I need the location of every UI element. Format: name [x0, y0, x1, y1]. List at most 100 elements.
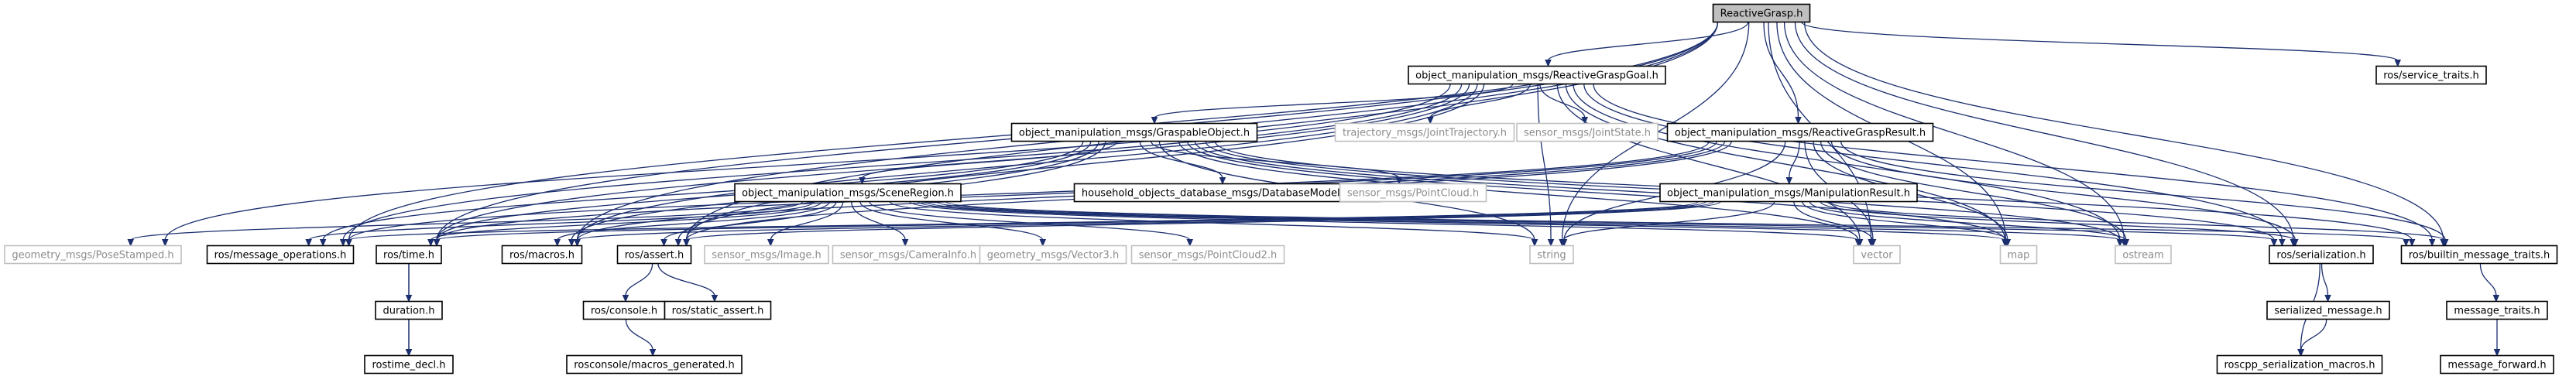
node-label: duration.h: [382, 306, 434, 317]
node-label: ros/macros.h: [509, 250, 575, 262]
edge-line: [130, 200, 804, 241]
node-ser[interactable]: ros/serialization.h: [2269, 245, 2374, 265]
edge-mr-to-ost: [1809, 201, 2129, 247]
edge-arrowhead: [1151, 117, 1158, 125]
node-mac[interactable]: ros/macros.h: [501, 245, 583, 265]
edge-arrowhead: [2003, 239, 2011, 247]
edge-line: [2300, 319, 2327, 351]
node-mf[interactable]: message_forward.h: [2440, 354, 2554, 375]
node-label: ReactiveGrasp.h: [1720, 9, 1803, 20]
edge-line: [1820, 200, 2296, 241]
node-st[interactable]: ros/service_traits.h: [2375, 65, 2487, 85]
edge-line: [1154, 83, 1514, 119]
node-sr[interactable]: object_manipulation_msgs/SceneRegion.h: [734, 183, 962, 203]
edge-arrowhead: [1560, 239, 1567, 247]
node-sa[interactable]: ros/static_assert.h: [664, 300, 772, 320]
node-label: sensor_msgs/Image.h: [712, 250, 822, 262]
node-label: geometry_msgs/Vector3.h: [987, 250, 1119, 262]
edge-line: [1539, 84, 1586, 118]
edge-line: [1139, 141, 1223, 179]
node-as[interactable]: ros/assert.h: [616, 245, 692, 265]
node-sm[interactable]: serialized_message.h: [2266, 300, 2390, 320]
edge-mr-to-map: [1802, 201, 2011, 247]
edge-sm-to-rsm: [2297, 319, 2327, 357]
edge-mr-to-bmt: [1829, 200, 2448, 247]
edge-line: [935, 200, 2275, 241]
node-ost: ostream: [2115, 245, 2172, 265]
edge-line: [576, 200, 1715, 241]
edge-arrowhead: [2297, 349, 2305, 357]
node-mt[interactable]: message_traits.h: [2446, 300, 2548, 320]
edge-line: [1820, 141, 2127, 241]
edge-arrowhead: [901, 239, 909, 247]
node-hod[interactable]: household_objects_database_msgs/Database…: [1073, 183, 1381, 203]
edge-rg-to-rgr: [1763, 22, 1802, 125]
node-rgr[interactable]: object_manipulation_msgs/ReactiveGraspRe…: [1666, 122, 1934, 142]
node-label: object_manipulation_msgs/ManipulationRes…: [1667, 188, 1910, 200]
edge-go-to-sr: [859, 141, 1118, 185]
node-box: [2446, 300, 2548, 320]
edge-line: [1802, 201, 2008, 241]
edge-line: [1809, 201, 2126, 241]
node-mo[interactable]: ros/message_operations.h: [206, 245, 355, 265]
node-time[interactable]: ros/time.h: [376, 245, 442, 265]
edge-con-to-mg: [625, 319, 657, 357]
node-go[interactable]: object_manipulation_msgs/GraspableObject…: [1010, 122, 1258, 142]
edge-arrowhead: [574, 239, 581, 247]
edge-line: [436, 84, 1470, 241]
node-label: message_traits.h: [2454, 306, 2540, 317]
node-rtd[interactable]: rostime_decl.h: [364, 354, 454, 375]
node-rgg[interactable]: object_manipulation_msgs/ReactiveGraspGo…: [1408, 65, 1666, 85]
node-box: [1516, 122, 1658, 142]
node-label: ros/static_assert.h: [672, 306, 764, 317]
edge-sr-to-img: [767, 201, 844, 247]
edge-go-to-hod: [1139, 141, 1226, 185]
node-mr[interactable]: object_manipulation_msgs/ManipulationRes…: [1659, 183, 1918, 203]
edge-arrowhead: [568, 239, 575, 247]
node-ps: geometry_msgs/PoseStamped.h: [4, 245, 182, 265]
edge-arrowhead: [2394, 60, 2402, 67]
edge-arrowhead: [2270, 239, 2278, 247]
edge-line: [2320, 263, 2329, 296]
edge-as-to-con: [622, 263, 653, 303]
node-label: string: [1537, 250, 1566, 262]
edge-line: [1547, 22, 1749, 61]
node-jt: trajectory_msgs/JointTrajectory.h: [1334, 122, 1515, 142]
edge-line: [1789, 141, 1800, 179]
edge-go-to-mo: [319, 141, 1084, 247]
node-label: household_objects_database_msgs/Database…: [1082, 188, 1373, 200]
node-mg[interactable]: rosconsole/macros_generated.h: [566, 354, 743, 375]
edge-arrowhead: [1785, 177, 1793, 185]
edge-arrowhead: [433, 239, 441, 247]
node-label: sensor_msgs/PointCloud.h: [1347, 188, 1479, 200]
edge-arrowhead: [161, 239, 169, 247]
edge-line: [657, 263, 715, 296]
edge-line: [1562, 201, 1775, 241]
node-label: trajectory_msgs/JointTrajectory.h: [1343, 128, 1507, 139]
node-dur[interactable]: duration.h: [375, 300, 443, 320]
node-con[interactable]: ros/console.h: [582, 300, 666, 320]
edge-arrowhead: [660, 239, 667, 247]
node-label: map: [2008, 250, 2030, 262]
edge-line: [348, 200, 1699, 241]
node-box: [2440, 354, 2554, 375]
edge-arrowhead: [1426, 117, 1434, 125]
node-box: [2266, 300, 2390, 320]
edge-line: [1794, 22, 2294, 241]
node-bmt[interactable]: ros/builtin_message_traits.h: [2400, 245, 2558, 265]
edge-line: [770, 201, 844, 241]
edge-line: [851, 201, 906, 241]
node-box: [1334, 122, 1515, 142]
node-rg: ReactiveGrasp.h: [1712, 3, 1811, 23]
edge-mr-to-mac: [574, 200, 1715, 247]
edge-arrowhead: [1186, 239, 1194, 247]
header-nodes: ReactiveGrasp.h object_manipulation_msgs/…: [4, 3, 2558, 375]
node-pc2: sensor_msgs/PointCloud2.h: [1130, 245, 1285, 265]
edge-rgg-to-mo: [339, 84, 1463, 247]
edge-sr-to-ci: [851, 201, 909, 247]
node-box: [1529, 245, 1574, 265]
edge-sr-to-v3: [859, 201, 1047, 247]
edge-line: [909, 200, 1859, 241]
node-rsm[interactable]: roscpp_serialization_macros.h: [2216, 354, 2383, 375]
node-label: sensor_msgs/CameraInfo.h: [840, 250, 976, 262]
